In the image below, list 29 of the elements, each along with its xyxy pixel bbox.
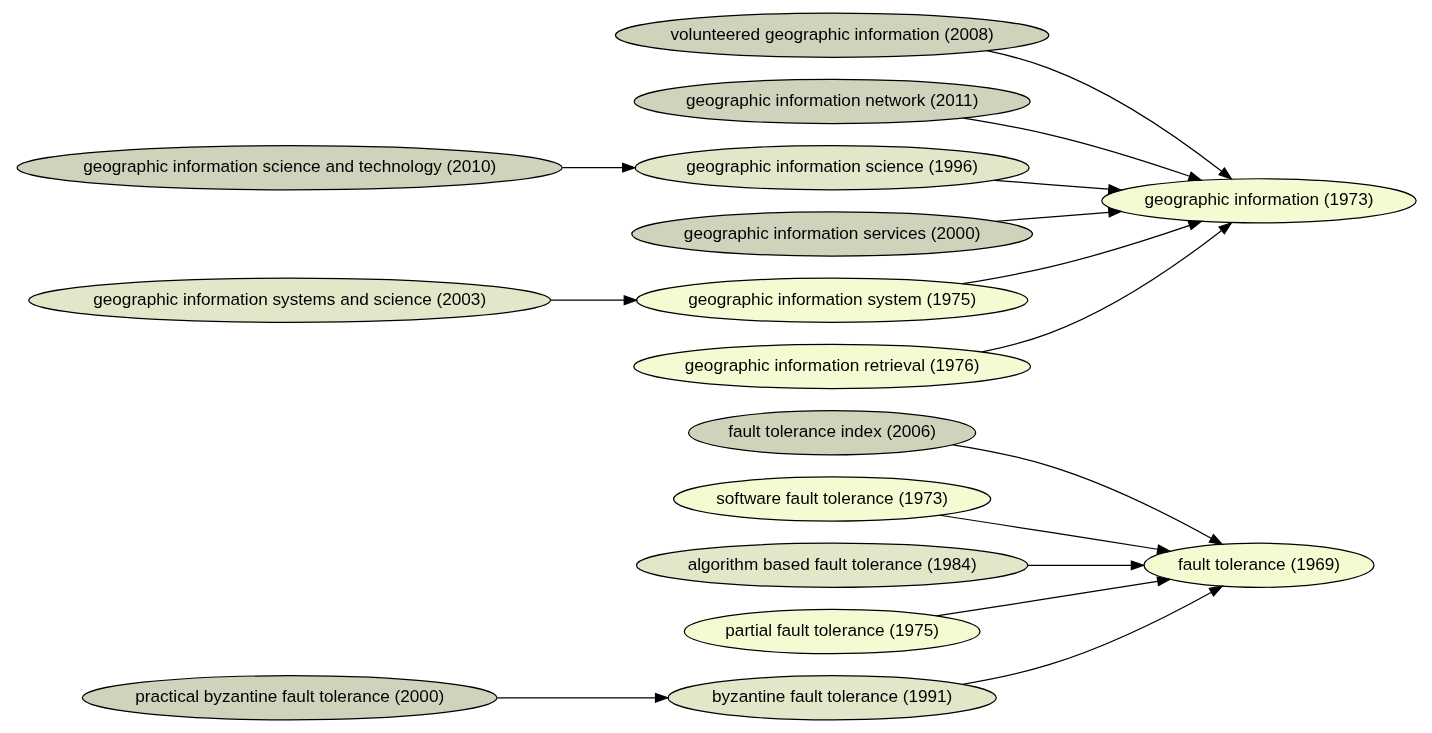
node-ellipse: geographic information network (2011) <box>633 78 1031 125</box>
node-ellipse: partial fault tolerance (1975) <box>683 608 981 655</box>
arrow <box>961 220 1203 285</box>
node-ellipse: algorithm based fault tolerance (1984) <box>635 542 1028 588</box>
node-ellipse: geographic information science and technology (2010) <box>16 145 563 191</box>
node-ellipse: geographic information retrieval (1976) <box>632 343 1031 390</box>
arrow <box>561 162 637 173</box>
arrow <box>1026 560 1145 571</box>
node-ellipse: practical byzantine fault tolerance (2000) <box>81 675 498 721</box>
arrow <box>961 585 1224 685</box>
node-ellipse: byzantine fault tolerance (1991) <box>666 675 997 721</box>
arrow <box>496 692 670 703</box>
arrow <box>985 50 1233 181</box>
arrow <box>938 514 1172 555</box>
node-ellipse: geographic information services (2000) <box>630 211 1033 257</box>
node-ellipse: volunteered geographic information (2008) <box>614 12 1049 58</box>
arrow <box>993 179 1123 195</box>
arrow <box>981 221 1233 353</box>
arrow <box>995 207 1123 222</box>
arrow <box>962 117 1203 181</box>
arrow <box>549 295 638 306</box>
node-ellipse: geographic information (1973) <box>1100 178 1417 224</box>
node-ellipse: geographic information science (1996) <box>634 145 1030 191</box>
node-ellipse: geographic information system (1975) <box>635 277 1028 323</box>
node-ellipse: geographic information systems and science (2003) <box>27 277 551 323</box>
arrow <box>935 576 1172 617</box>
node-ellipse: fault tolerance index (2006) <box>687 410 976 456</box>
arrow <box>951 444 1224 546</box>
node-ellipse: software fault tolerance (1973) <box>672 476 991 522</box>
